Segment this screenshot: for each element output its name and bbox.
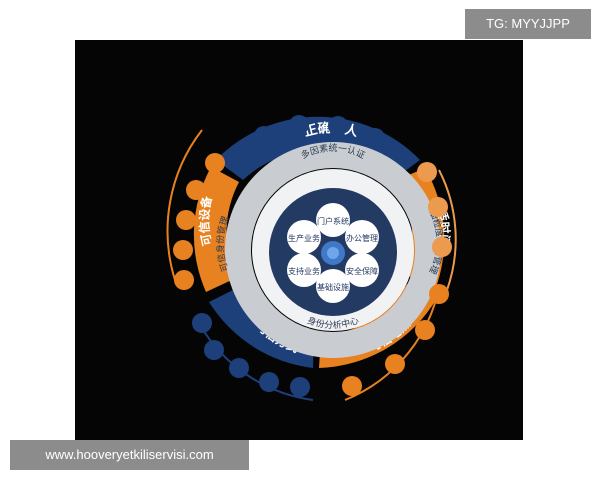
desktop-icon — [173, 240, 193, 260]
arc-right-thin — [438, 169, 457, 291]
computer-icon — [174, 270, 194, 290]
building-icon — [429, 284, 449, 304]
tablet-icon — [186, 180, 206, 200]
svg-text:安全保障: 安全保障 — [346, 266, 378, 276]
home-icon — [342, 376, 362, 396]
svg-text:门户系统: 门户系统 — [317, 216, 349, 226]
car-icon — [385, 354, 405, 374]
hub-node-bottom: 基础设施 — [316, 269, 350, 303]
factory-icon — [415, 320, 435, 340]
diagram-panel: 正确的人 合适时间 可信设备 可信方式 可信地点 多因素统一认证 可信身份管理 … — [75, 40, 523, 440]
user-badge-icon — [365, 128, 385, 148]
monitor-icon — [176, 210, 196, 230]
user-group-icon — [289, 115, 309, 135]
email-icon — [229, 358, 249, 378]
shield-icon — [259, 372, 279, 392]
middle-ring — [225, 142, 441, 358]
phone-icon — [205, 153, 225, 173]
svg-text:生产业务: 生产业务 — [288, 233, 320, 243]
svg-text:支持业务: 支持业务 — [288, 266, 320, 276]
id-card-icon — [204, 340, 224, 360]
watermark-top-right: TG: MYYJJPP — [465, 9, 591, 39]
hub-node-left: 支持业务 — [287, 253, 321, 287]
user-list-icon — [328, 116, 348, 136]
hub-node-upper-right: 办公管理 — [345, 220, 379, 254]
hub-node-right: 安全保障 — [345, 253, 379, 287]
watermark-bottom-left: www.hooveryetkiliservisi.com — [10, 440, 249, 470]
clock-icon — [417, 162, 437, 182]
arc-left-thin — [166, 129, 203, 281]
timer-icon — [432, 237, 452, 257]
hub-globe-core — [327, 247, 339, 259]
svg-text:基础设施: 基础设施 — [317, 282, 349, 292]
diagram-svg: 正确的人 合适时间 可信设备 可信方式 可信地点 多因素统一认证 可信身份管理 … — [166, 115, 457, 401]
card-reader-icon — [192, 313, 212, 333]
hub-node-upper-left: 生产业务 — [287, 220, 321, 254]
alarm-icon — [428, 197, 448, 217]
user-icon — [254, 126, 274, 146]
middle-left-label: 可信身份管理 — [214, 215, 231, 273]
fingerprint-icon — [290, 377, 310, 397]
arc-bottom-left-thin — [199, 324, 314, 401]
hub-node-top: 门户系统 — [316, 203, 350, 237]
svg-text:办公管理: 办公管理 — [346, 233, 378, 243]
